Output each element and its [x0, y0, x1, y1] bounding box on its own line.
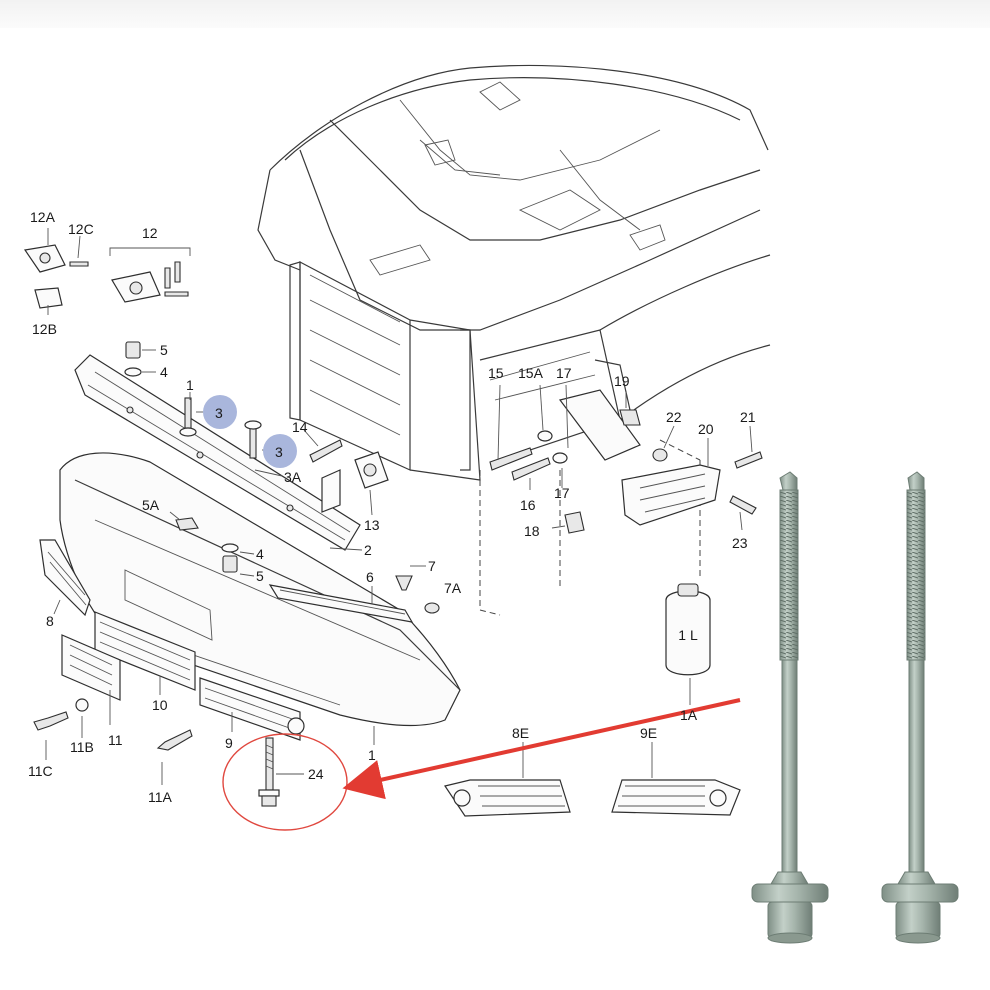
label-15A: 15A	[518, 365, 544, 381]
label-17-lower: 17	[554, 485, 570, 501]
label-8: 8	[46, 613, 54, 629]
label-1: 1	[186, 377, 194, 393]
label-16: 16	[520, 497, 536, 513]
label-23: 23	[732, 535, 748, 551]
label-18: 18	[524, 523, 540, 539]
label-12B: 12B	[32, 321, 57, 337]
label-14: 14	[292, 419, 308, 435]
label-7: 7	[428, 558, 436, 574]
label-8E: 8E	[512, 725, 529, 741]
car-body-outline	[257, 64, 771, 616]
label-21: 21	[740, 409, 756, 425]
highlight-marker-3b	[263, 434, 297, 468]
label-4: 4	[160, 364, 168, 380]
bottle-volume-label: 1 L	[678, 627, 698, 643]
label-4-lower: 4	[256, 546, 264, 562]
label-5-lower: 5	[256, 568, 264, 584]
bolt-icon	[751, 471, 829, 944]
callout-part-24	[222, 733, 348, 831]
leader-lines	[45, 228, 753, 785]
label-20: 20	[698, 421, 714, 437]
label-12A: 12A	[30, 209, 56, 225]
part-labels: 12A 12C 12 12B 5 4 1 3 3 3A 14 5A 4 5 2 …	[28, 209, 756, 805]
label-5: 5	[160, 342, 168, 358]
label-3A: 3A	[284, 469, 302, 485]
label-12C: 12C	[68, 221, 94, 237]
label-19: 19	[614, 373, 630, 389]
trim-strip	[268, 584, 414, 623]
label-7A: 7A	[444, 580, 462, 596]
label-9: 9	[225, 735, 233, 751]
impact-beam	[74, 354, 361, 551]
label-24: 24	[308, 766, 324, 782]
label-11B: 11B	[70, 739, 94, 755]
fluid-bottle: 1 L	[665, 583, 711, 676]
label-1A: 1A	[680, 707, 698, 723]
label-10: 10	[152, 697, 168, 713]
label-11: 11	[108, 732, 123, 748]
label-12: 12	[142, 225, 158, 241]
top-strip	[0, 0, 990, 28]
label-3: 3	[215, 405, 223, 421]
label-2: 2	[364, 542, 372, 558]
bumper-cover	[39, 452, 461, 741]
label-9E: 9E	[640, 725, 657, 741]
label-13: 13	[364, 517, 380, 533]
bolt-icon	[881, 471, 959, 944]
highlight-marker-3	[203, 395, 237, 429]
label-17: 17	[556, 365, 572, 381]
fog-grilles	[444, 779, 741, 817]
label-6: 6	[366, 569, 374, 585]
label-5A: 5A	[142, 497, 160, 513]
label-1-bumper: 1	[368, 747, 376, 763]
label-11A: 11A	[148, 789, 173, 805]
label-22: 22	[666, 409, 682, 425]
hardware-parts	[23, 244, 763, 751]
red-arrow-icon	[342, 698, 741, 800]
label-3-second: 3	[275, 444, 283, 460]
label-15: 15	[488, 365, 504, 381]
label-11C: 11C	[28, 763, 53, 779]
